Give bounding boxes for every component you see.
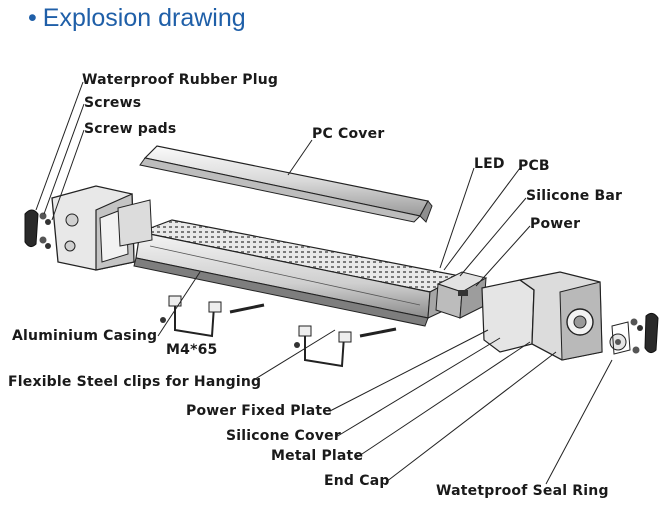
left-end-cap-part bbox=[51, 185, 153, 271]
label-silicone-cover: Silicone Cover bbox=[226, 428, 341, 444]
right-end-cap-part bbox=[481, 271, 631, 361]
aluminium-casing-part bbox=[133, 219, 462, 327]
power-box-part bbox=[435, 271, 488, 319]
label-metal-plate: Metal Plate bbox=[271, 448, 364, 464]
label-power: Power bbox=[530, 216, 581, 232]
title-bullet: • bbox=[28, 4, 37, 32]
label-m4-65: M4*65 bbox=[166, 342, 218, 358]
label-aluminium-casing: Aluminium Casing bbox=[12, 328, 158, 344]
label-led: LED bbox=[474, 156, 505, 172]
label-silicone-bar: Silicone Bar bbox=[526, 188, 623, 204]
label-end-cap: End Cap bbox=[324, 473, 390, 489]
label-pc-cover: PC Cover bbox=[312, 126, 385, 142]
leader-lines bbox=[35, 81, 613, 485]
hanging-clips-part bbox=[160, 295, 397, 368]
label-flexible-steel-clips: Flexible Steel clips for Hanging bbox=[8, 374, 262, 390]
page-title: •Explosion drawing bbox=[28, 4, 246, 33]
label-screws: Screws bbox=[84, 95, 142, 111]
left-screws-part bbox=[24, 209, 51, 249]
label-power-fixed-plate: Power Fixed Plate bbox=[186, 403, 332, 419]
title-text: Explosion drawing bbox=[42, 4, 246, 32]
label-waterproof-seal-ring: Watetproof Seal Ring bbox=[436, 483, 609, 499]
label-pcb: PCB bbox=[518, 158, 550, 174]
right-screws-part bbox=[630, 312, 659, 354]
pc-cover-part bbox=[139, 145, 433, 223]
label-screw-pads: Screw pads bbox=[84, 121, 177, 137]
label-waterproof-rubber-plug: Waterproof Rubber Plug bbox=[82, 72, 279, 88]
